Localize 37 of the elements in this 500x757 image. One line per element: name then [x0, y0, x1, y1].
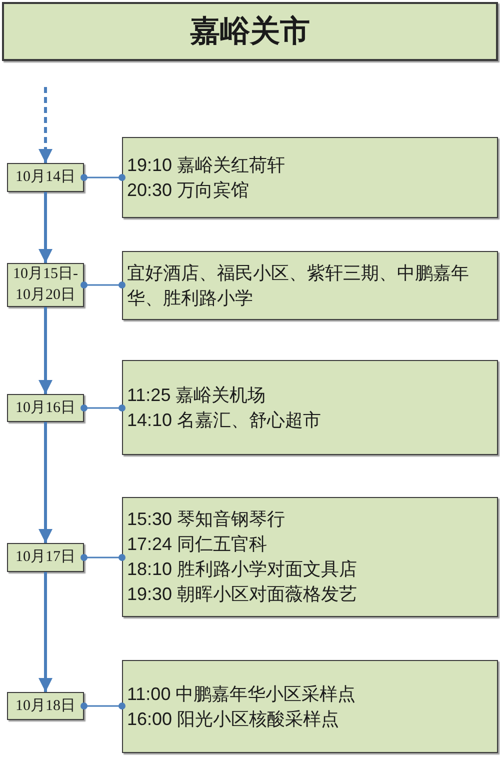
schedule-entry: 14:10 名嘉汇、舒心超市 [127, 408, 322, 432]
schedule-entry: 宜好酒店、福民小区、紫轩三期、中鹏嘉年华、胜利路小学 [127, 262, 470, 310]
schedule-entry: 19:30 朝晖小区对面薇格发艺 [127, 583, 358, 606]
schedule-box [122, 251, 498, 320]
schedule-entry: 16:00 阳光小区核酸采样点 [127, 708, 340, 730]
arrow [38, 192, 52, 263]
date-box [7, 394, 84, 422]
date-label: 10月18日 [16, 696, 76, 716]
date-label: 10月14日 [16, 168, 76, 187]
date-label: 10月15日-10月20日 [12, 265, 79, 305]
date-box [7, 163, 84, 192]
schedule-entry: 18:10 胜利路小学对面文具店 [127, 558, 358, 581]
title-text: 嘉峪关市 [190, 14, 310, 50]
schedule-box [122, 660, 498, 753]
schedule-box [122, 360, 498, 455]
schedule-entry: 19:10 嘉峪关红荷轩 [127, 154, 286, 176]
arrow [38, 572, 52, 692]
connector-line [80, 282, 126, 288]
date-label: 10月17日 [16, 548, 76, 567]
connector-line [80, 702, 126, 710]
schedule-entry: 20:30 万向宾馆 [127, 178, 250, 202]
schedule-entry: 17:24 同仁五官科 [127, 533, 268, 556]
schedule-entry: 11:00 中鹏嘉年华小区采样点 [127, 682, 356, 706]
connector-line [80, 174, 126, 181]
date-label: 10月16日 [16, 398, 76, 418]
date-box [7, 692, 84, 720]
schedule-entry: 11:25 嘉峪关机场 [127, 384, 266, 406]
dashed-arrow [38, 87, 52, 163]
schedule-box [122, 137, 498, 218]
connector-line [80, 554, 126, 561]
title-box [2, 2, 498, 61]
date-box [7, 543, 84, 572]
connector-line [80, 404, 126, 412]
schedule-entry: 15:30 琴知音钢琴行 [127, 508, 286, 531]
arrow [38, 307, 52, 394]
arrow [38, 422, 52, 543]
schedule-box [122, 497, 498, 617]
